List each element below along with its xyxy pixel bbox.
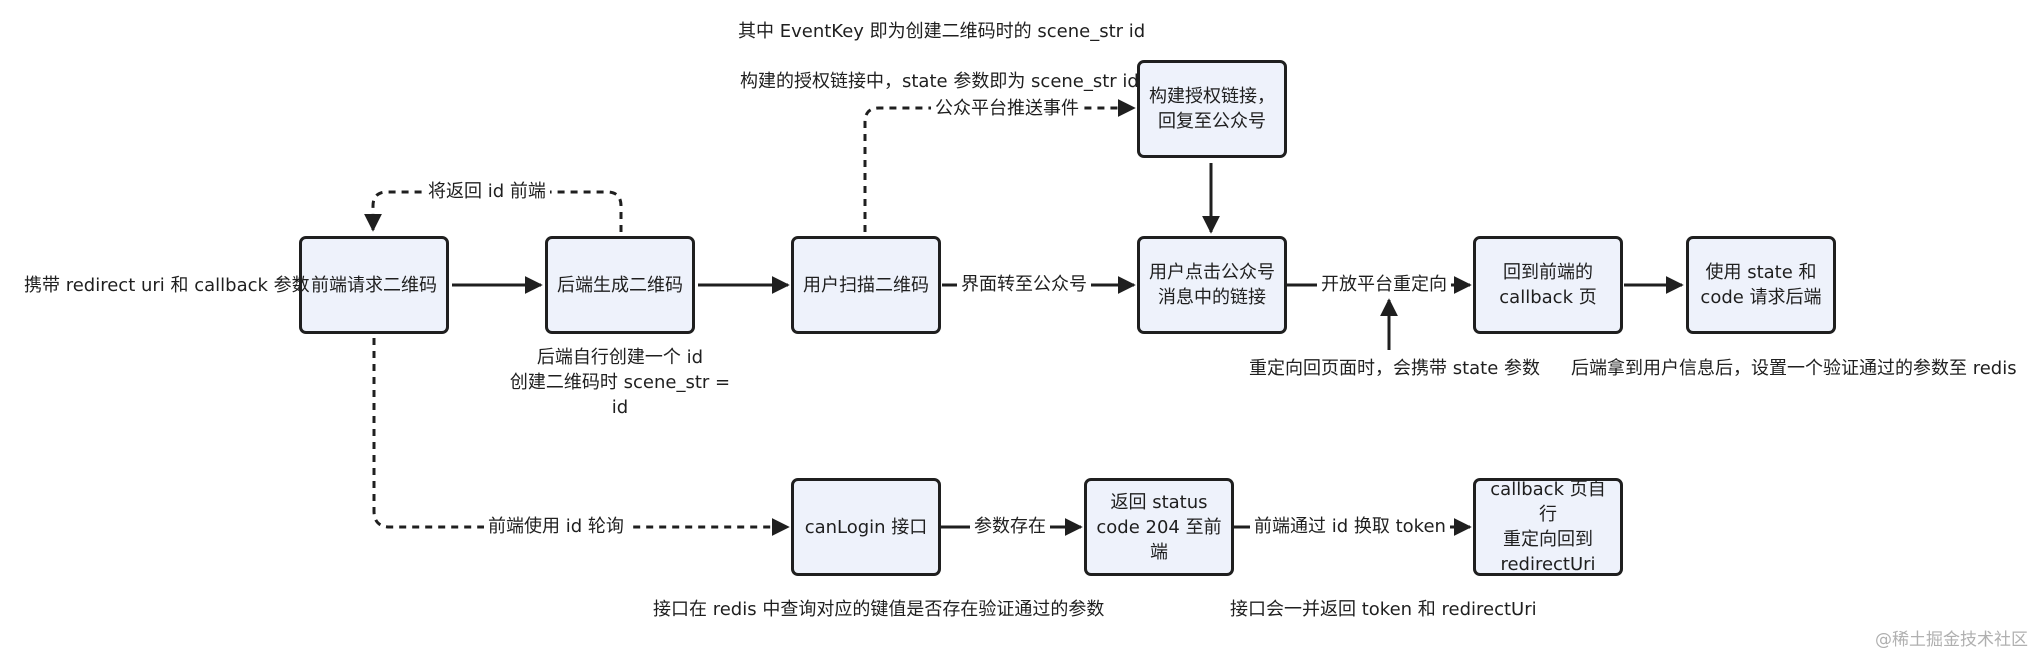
edge-label-param-exists: 参数存在: [970, 515, 1050, 539]
node-callback-redirect: callback 页自行 重定向回到 redirectUri: [1473, 478, 1623, 576]
node-return-status-204: 返回 status code 204 至前端: [1084, 478, 1234, 576]
edge-label-exchange-token: 前端通过 id 换取 token: [1250, 515, 1450, 539]
watermark: @稀土掘金技术社区: [1875, 630, 2028, 650]
node-label: 用户扫描二维码: [803, 274, 929, 296]
node-label: callback 页自行 重定向回到 redirectUri: [1490, 479, 1606, 575]
node-frontend-request-qr: 前端请求二维码: [299, 236, 449, 334]
node-build-auth-link: 构建授权链接， 回复至公众号: [1137, 60, 1287, 158]
edge-label-ui-to-account: 界面转至公众号: [957, 273, 1091, 297]
node-label: 回到前端的 callback 页: [1499, 262, 1597, 308]
node-label: 使用 state 和 code 请求后端: [1700, 262, 1822, 308]
note-backend-create-id: 后端自行创建一个 id 创建二维码时 scene_str = id: [509, 347, 731, 418]
node-label: 前端请求二维码: [311, 274, 437, 296]
node-user-scan-qr: 用户扫描二维码: [791, 236, 941, 334]
note-set-redis: 后端拿到用户信息后，设置一个验证通过的参数至 redis: [1571, 358, 2017, 379]
edge-label-open-platform-redirect: 开放平台重定向: [1317, 273, 1451, 297]
node-label: canLogin 接口: [804, 516, 928, 538]
arrow-platform-push-dashed: [863, 99, 1136, 232]
note-event-key: 其中 EventKey 即为创建二维码时的 scene_str id: [738, 21, 1146, 42]
node-canlogin-api: canLogin 接口: [791, 478, 941, 576]
note-state-param: 构建的授权链接中，state 参数即为 scene_str id: [740, 71, 1139, 92]
arrow-poll-dashed: [372, 338, 790, 536]
node-label: 构建授权链接， 回复至公众号: [1149, 86, 1275, 132]
note-return-token: 接口会一并返回 token 和 redirectUri: [1230, 599, 1537, 620]
node-user-click-link: 用户点击公众号 消息中的链接: [1137, 236, 1287, 334]
node-return-to-callback: 回到前端的 callback 页: [1473, 236, 1623, 334]
note-carry-params: 携带 redirect uri 和 callback 参数: [24, 275, 310, 296]
edge-label-return-id: 将返回 id 前端: [424, 180, 550, 204]
edge-label-platform-push: 公众平台推送事件: [931, 97, 1083, 121]
node-label: 用户点击公众号 消息中的链接: [1149, 262, 1275, 308]
node-request-backend: 使用 state 和 code 请求后端: [1686, 236, 1836, 334]
note-redirect-state: 重定向回页面时，会携带 state 参数: [1249, 358, 1541, 379]
node-label: 返回 status code 204 至前端: [1096, 491, 1222, 563]
edge-label-poll-with-id: 前端使用 id 轮询: [484, 515, 628, 539]
note-query-redis: 接口在 redis 中查询对应的键值是否存在验证通过的参数: [653, 599, 1105, 620]
node-backend-generate-qr: 后端生成二维码: [545, 236, 695, 334]
node-label: 后端生成二维码: [557, 274, 683, 296]
